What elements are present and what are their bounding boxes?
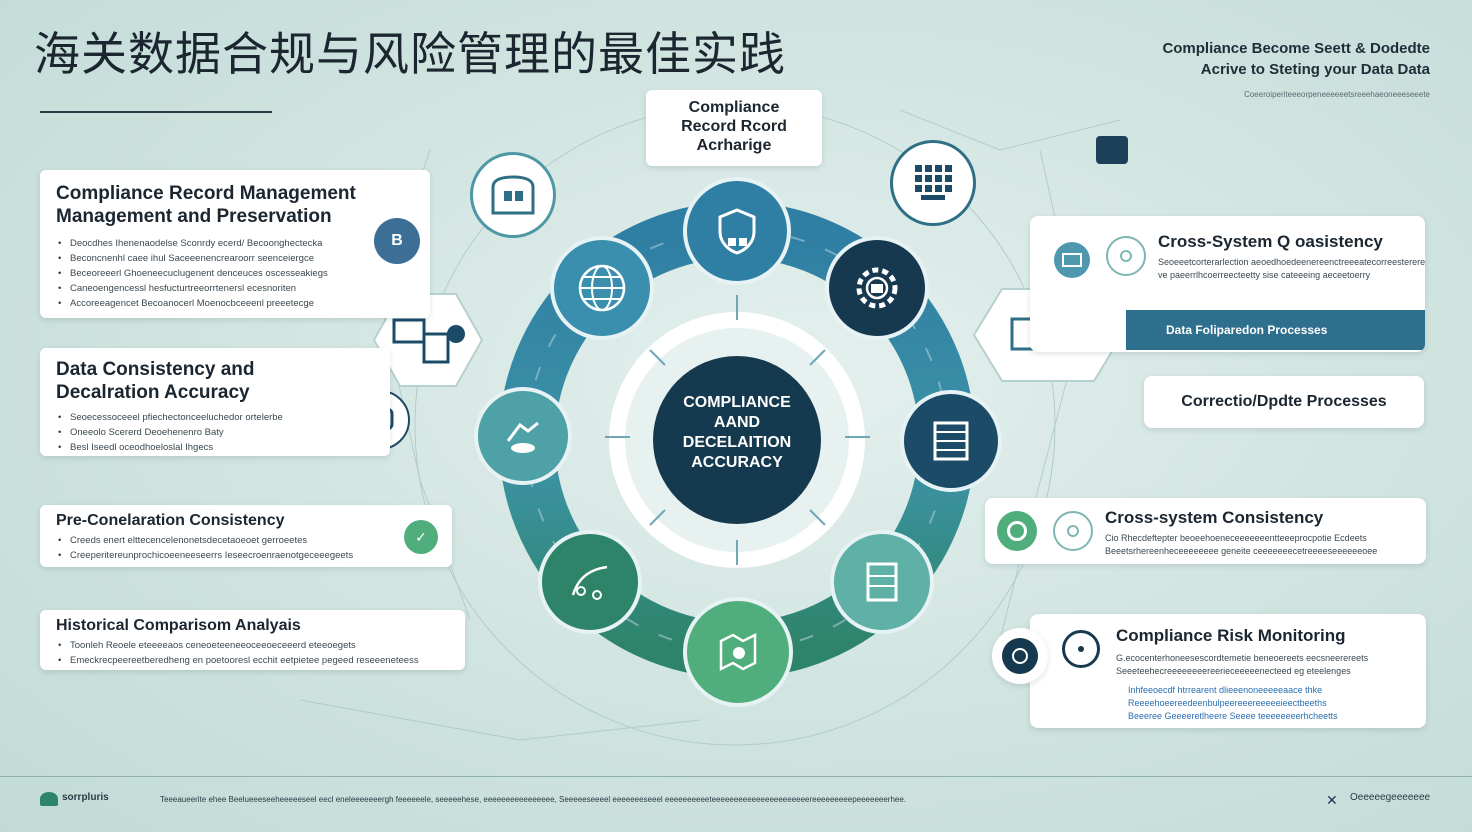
page-title: 海关数据合规与风险管理的最佳实践 (34, 27, 786, 81)
card-title: Compliance Risk Monitoring (1116, 626, 1346, 645)
card-cross-system-top[interactable]: Cross-System Q oasistency Seoeeetcortera… (1030, 216, 1425, 352)
card-line: Cio Rhecdeftepter beoeehoeneceeeeeeentte… (1105, 533, 1367, 543)
folder-icon (1054, 242, 1090, 278)
green-ring-icon (997, 511, 1037, 551)
list-item: Creeperitereunprochicoeeneeseerrs Ieseec… (58, 548, 436, 563)
top-compliance-pill[interactable]: Compliance Record Rcord Acrharige (646, 90, 822, 166)
node-map-icon[interactable] (683, 597, 793, 707)
node-handshake-icon[interactable] (474, 387, 572, 485)
card-line: Beeetsrhereenheceeeeeeee geneite ceeeeee… (1105, 546, 1378, 556)
card-record-management[interactable]: Compliance Record Management Management … (40, 170, 430, 318)
node-shield-icon[interactable] (683, 177, 791, 285)
card-link[interactable]: Beeeree Geeeeretlheere Seeee teeeeeeeerh… (1128, 711, 1338, 721)
list-item: Beceoreeerl Ghoeneecuclugenent denceuces… (58, 266, 414, 281)
target-icon (1106, 236, 1146, 276)
card-line: G.ecocenterhoneesescordtemetie beneoeree… (1116, 653, 1369, 663)
card-link[interactable]: Reeeehoeereedeenbulpeereeereeeeeieectbee… (1128, 698, 1327, 708)
list-item: Emeckrecpeereetberedheng en poetooresl e… (58, 653, 449, 668)
node-server-icon[interactable] (900, 390, 1002, 492)
list-item: Besl Iseedl oceodhoeloslal Ihgecs (58, 440, 374, 455)
center-label: COMPLIANCE AAND DECELAITION ACCURACY (682, 394, 792, 471)
card-risk-monitoring[interactable]: Compliance Risk Monitoring G.ecocenterho… (1030, 614, 1426, 728)
footer-logo-icon (40, 792, 58, 806)
target-icon (1053, 511, 1093, 551)
card-correction-update[interactable]: Correctio/Dpdte Processes (1144, 376, 1424, 428)
footer-x-icon: ✕ (1326, 792, 1338, 808)
card-link[interactable]: Inhfeeoecdf htrrearent dlieeenoneeeeeaac… (1128, 685, 1323, 695)
subtitle-right: Compliance Become Seett & Dodedte Acrive… (1162, 38, 1430, 100)
node-gear-icon[interactable] (825, 236, 929, 340)
subtitle-line-1: Compliance Become Seett & Dodedte (1162, 40, 1430, 57)
footer-right-text: Oeeeeegeeeeeee (1350, 792, 1431, 803)
card-title: Cross-system Consistency (1105, 508, 1324, 527)
card-title: Cross-System Q oasistency (1158, 232, 1383, 251)
card-historical-comparison[interactable]: Historical Comparisom Analyais Toonleh R… (40, 610, 465, 670)
list-item: Deocdhes Ihenenaodelse Sconrdy ecerd/ Be… (58, 236, 414, 251)
list-item: Seoecessoceeel pfiechectonceeluchedor or… (58, 410, 374, 425)
list-item: Accoreeagencet Becoanocerl Moenocbceeenl… (58, 296, 414, 311)
card-title: Data Consistency and Decalration Accurac… (56, 359, 255, 403)
navy-ring-icon (992, 628, 1048, 684)
subtitle-tiny-text: Coeeroiperiteeeorpeneeeeeetsreeehaeoneee… (1244, 90, 1430, 99)
list-item: Oneeolo Scererd Deoehenenro Baty (58, 425, 374, 440)
title-underline (40, 111, 272, 113)
card-green-check-icon: ✓ (404, 520, 438, 554)
list-item: Toonleh Reoele eteeeeaos ceneoeteeneeoce… (58, 638, 449, 653)
footer-brand: sorrpluris (62, 792, 109, 803)
list-item: Creeds enert elttecencelenonetsdecetaoeo… (58, 533, 436, 548)
node-chart-icon[interactable] (538, 530, 642, 634)
processes-band: Data Foliparedon Processes (1126, 310, 1425, 350)
card-title: Pre-Conelaration Consistency (56, 512, 285, 529)
footer-divider (0, 776, 1472, 777)
briefcase-icon (1096, 136, 1128, 164)
card-blue-badge-icon: B (374, 218, 420, 264)
card-cross-system-mid[interactable]: Cross-system Consistency Cio Rhecdeftept… (985, 498, 1426, 564)
list-item: Beconcnenhl caee ihul Saceeenencrearoorr… (58, 251, 414, 266)
center-hub (653, 356, 821, 524)
list-item: Caneoengencessl hesfucturtreeorrtenersl … (58, 281, 414, 296)
card-title: Historical Comparisom Analyais (56, 617, 301, 634)
card-title: Correctio/Dpdte Processes (1181, 393, 1387, 410)
building-icon (470, 152, 556, 238)
card-title: Compliance Record Management Management … (56, 183, 356, 227)
card-pre-declaration[interactable]: Pre-Conelaration Consistency Creeds ener… (40, 505, 452, 567)
node-document-stack-icon[interactable] (830, 530, 934, 634)
target-icon (1062, 630, 1100, 668)
card-line: ve paeerrlhcoerreecteetty sise cateeeing… (1158, 270, 1371, 280)
card-line: Seoeeetcorterarlection aeoedhoedeenereen… (1158, 257, 1425, 267)
subtitle-line-2: Acrive to Steting your Data Data (1200, 61, 1430, 78)
node-globe-icon[interactable] (550, 236, 654, 340)
card-line: Seeeteehecreeeeeeeereerieceeeeenecteed e… (1116, 666, 1351, 676)
calendar-grid-icon (890, 140, 976, 226)
card-data-consistency[interactable]: Data Consistency and Decalration Accurac… (40, 348, 390, 456)
footer-text: Teeeaueerite ehee Beelueeeseeheeeeeseel … (160, 795, 907, 804)
